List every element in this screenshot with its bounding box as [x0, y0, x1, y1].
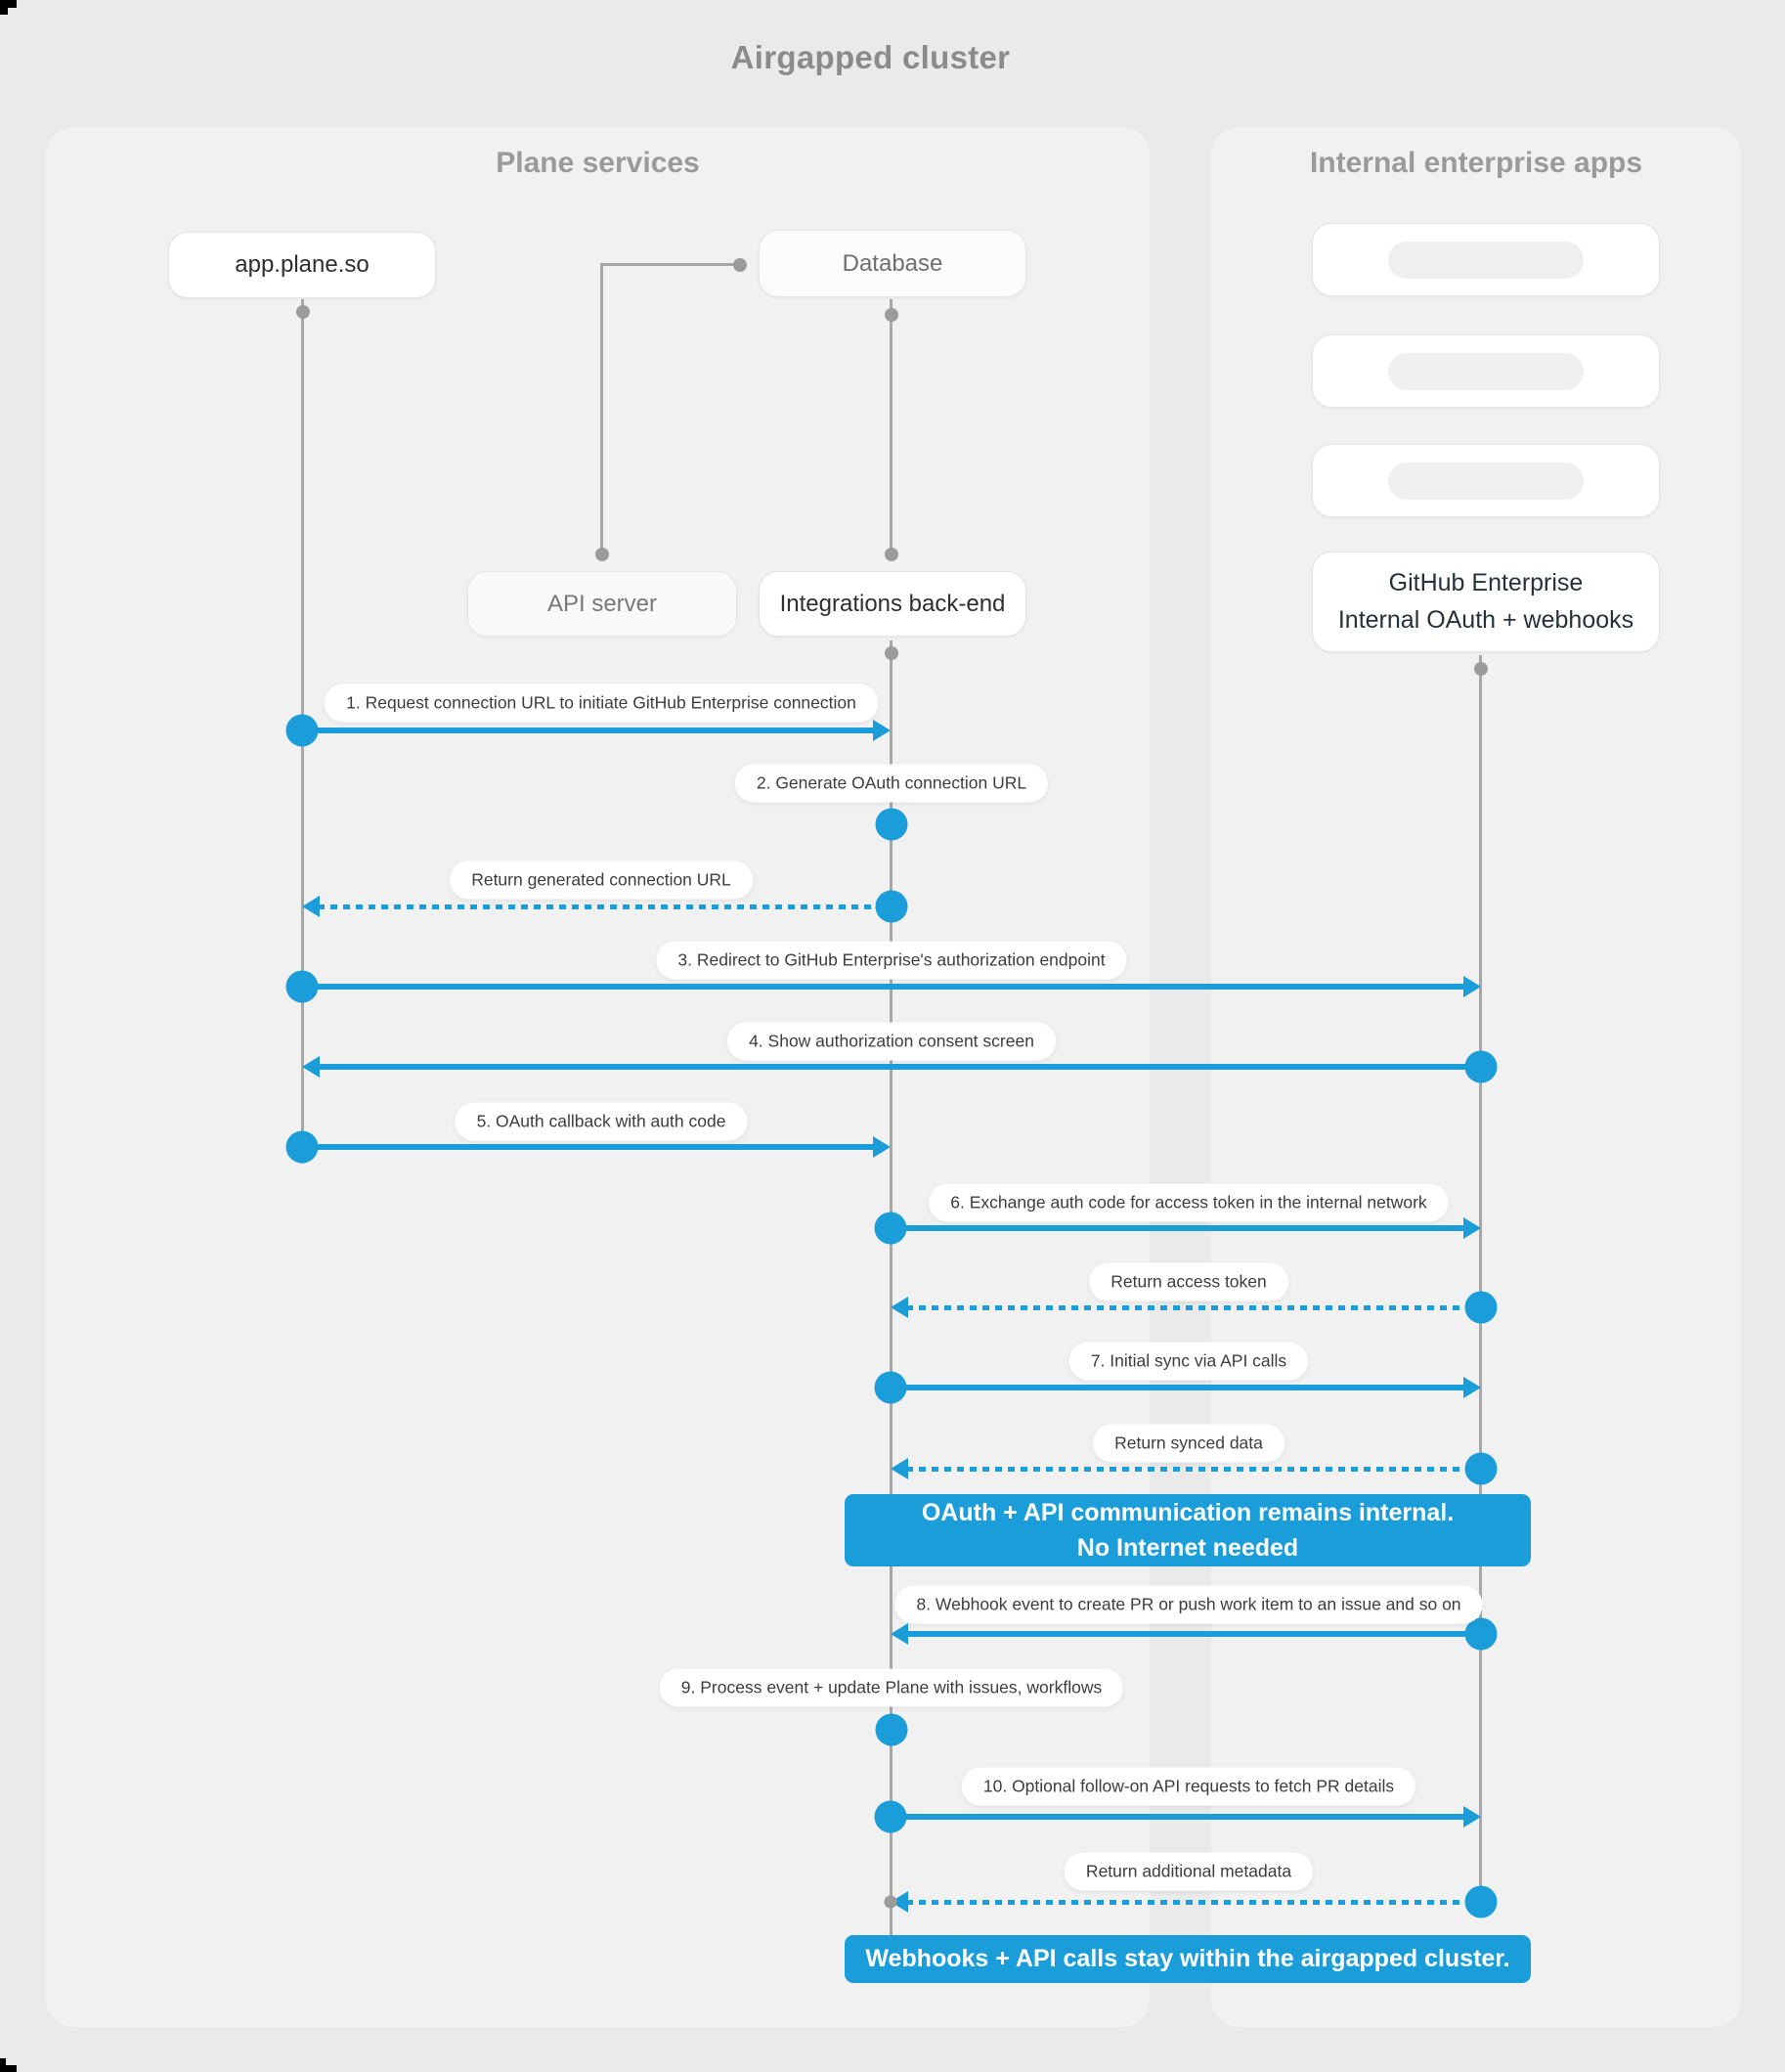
arrowhead-left [891, 1297, 908, 1318]
message-origin-dot [874, 1800, 907, 1833]
github-line1: GitHub Enterprise [1388, 569, 1584, 596]
message-label: 6. Exchange auth code for access token i… [929, 1183, 1449, 1222]
arrowhead-left [891, 1623, 908, 1645]
message-arrow [318, 1064, 1481, 1070]
message-label: 4. Show authorization consent screen [727, 1022, 1056, 1061]
arrowhead-left [302, 1056, 320, 1078]
message-arrow-dashed [906, 1900, 1481, 1905]
endpoint-dot [733, 258, 747, 272]
banner-line1: OAuth + API communication remains intern… [921, 1498, 1455, 1526]
message-label: 1. Request connection URL to initiate Gi… [325, 683, 878, 723]
message-arrow [302, 984, 1467, 990]
message-label: 5. OAuth callback with auth code [455, 1102, 748, 1141]
message-arrow [302, 727, 877, 733]
message-label: Return additional metadata [1064, 1852, 1314, 1891]
return-endpoint-dot [884, 1895, 897, 1909]
arrowhead-right [1463, 1377, 1481, 1398]
message-origin-dot [1464, 1452, 1498, 1485]
message-label: 8. Webhook event to create PR or push wo… [894, 1585, 1483, 1624]
actor-integrations-backend: Integrations back-end [759, 571, 1026, 637]
message-arrow [891, 1385, 1467, 1390]
message-origin-dot [875, 1713, 908, 1746]
endpoint-dot [885, 548, 898, 561]
message-label: 10. Optional follow-on API requests to f… [961, 1767, 1416, 1806]
actor-app-plane-so: app.plane.so [168, 232, 436, 298]
corner-mark-bottom-left-2 [0, 2065, 17, 2072]
message-label: Return generated connection URL [450, 860, 753, 900]
endpoint-dot [885, 646, 898, 660]
internal-note-banner: OAuth + API communication remains intern… [845, 1494, 1531, 1566]
arrowhead-right [1463, 1217, 1481, 1239]
connector-database-integrations [890, 299, 892, 559]
message-origin-dot [1464, 1617, 1498, 1651]
arrowhead-right [1463, 1806, 1481, 1828]
message-label: 2. Generate OAuth connection URL [734, 764, 1049, 803]
corner-mark-top-left-2 [0, 8, 8, 15]
message-origin-dot [874, 1212, 907, 1245]
github-line2: Internal OAuth + webhooks [1337, 605, 1634, 634]
message-label: 7. Initial sync via API calls [1068, 1342, 1309, 1381]
actor-github-enterprise: GitHub Enterprise Internal OAuth + webho… [1312, 551, 1660, 652]
endpoint-dot [296, 305, 310, 319]
airgapped-note-banner: Webhooks + API calls stay within the air… [845, 1935, 1531, 1983]
arrowhead-right [873, 1136, 891, 1158]
diagram-title: Airgapped cluster [730, 39, 1011, 75]
connector-api-vertical [600, 265, 603, 558]
endpoint-dot [1474, 662, 1488, 676]
message-origin-dot [1464, 1291, 1498, 1324]
actor-api-server: API server [467, 571, 737, 637]
message-arrow-dashed [906, 1467, 1481, 1472]
arrowhead-right [1463, 976, 1481, 997]
message-origin-dot [875, 808, 908, 841]
message-label: 9. Process event + update Plane with iss… [659, 1668, 1124, 1707]
lifeline-github [1479, 655, 1482, 1907]
placeholder-app-card [1312, 334, 1660, 408]
actor-database: Database [759, 230, 1026, 297]
plane-services-heading: Plane services [496, 147, 700, 179]
placeholder-pill [1388, 352, 1584, 390]
endpoint-dot [595, 548, 609, 561]
banner-line2: No Internet needed [1076, 1534, 1299, 1562]
message-arrow [891, 1814, 1467, 1820]
message-arrow [906, 1631, 1481, 1637]
message-label: Return access token [1089, 1262, 1288, 1301]
message-arrow [302, 1144, 877, 1150]
banner-line1: Webhooks + API calls stay within the air… [865, 1945, 1510, 1973]
message-origin-dot [285, 1130, 319, 1164]
placeholder-pill [1388, 462, 1584, 500]
message-origin-dot [285, 714, 319, 747]
message-label: Return synced data [1093, 1424, 1284, 1463]
plane-services-panel [46, 127, 1150, 2027]
message-origin-dot [285, 970, 319, 1003]
message-arrow-dashed [318, 904, 891, 909]
message-origin-dot [1464, 1050, 1498, 1083]
message-label: 3. Redirect to GitHub Enterprise's autho… [656, 941, 1127, 980]
message-origin-dot [875, 890, 908, 923]
message-origin-dot [1464, 1885, 1498, 1918]
message-origin-dot [874, 1371, 907, 1404]
message-arrow-dashed [906, 1305, 1481, 1310]
arrowhead-right [873, 720, 891, 741]
placeholder-pill [1388, 241, 1584, 279]
arrowhead-left [891, 1458, 908, 1479]
corner-mark-bottom-left [0, 2058, 6, 2065]
connector-api-to-database [600, 263, 737, 266]
endpoint-dot [885, 308, 898, 322]
corner-mark-top-left [0, 0, 17, 8]
internal-apps-heading: Internal enterprise apps [1309, 147, 1643, 179]
placeholder-app-card [1312, 444, 1660, 517]
message-arrow [891, 1225, 1467, 1231]
placeholder-app-card [1312, 223, 1660, 296]
arrowhead-left [302, 896, 320, 917]
